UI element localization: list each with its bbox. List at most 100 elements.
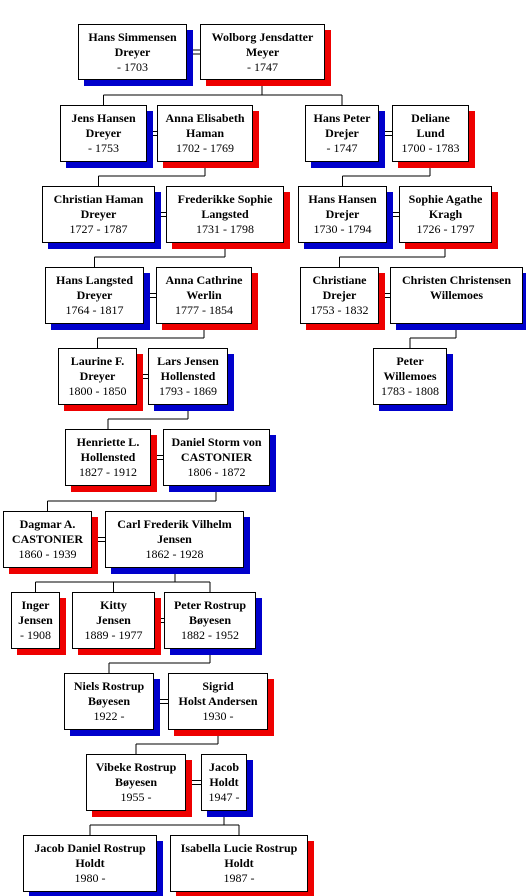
- person-name: Vibeke Rostrup: [95, 760, 177, 774]
- person-name: Anna Cathrine: [165, 273, 243, 287]
- person-dates: 1726 - 1797: [416, 222, 475, 236]
- person-name: Dreyer: [85, 126, 122, 140]
- person-name: Meyer: [245, 45, 280, 59]
- person-name: Jensen: [96, 613, 131, 627]
- person-dates: 1862 - 1928: [145, 547, 204, 561]
- person-name: Daniel Storm von: [171, 435, 262, 449]
- person-name: Sigrid: [202, 679, 234, 693]
- person-name: Hans Langsted: [55, 273, 134, 287]
- person-dates: - 1747: [326, 141, 358, 155]
- person-dates: 1730 - 1794: [313, 222, 372, 236]
- person-dates: 1702 - 1769: [176, 141, 234, 155]
- person-name: Dreyer: [76, 288, 113, 302]
- person-dates: - 1753: [88, 141, 119, 155]
- person-dates: 1922 -: [93, 709, 125, 723]
- person-name: Lund: [416, 126, 445, 140]
- person-name: Jensen: [157, 532, 192, 546]
- person-name: Drejer: [322, 288, 357, 302]
- person-name: Drejer: [325, 126, 359, 140]
- person-dates: 1947 -: [208, 790, 240, 804]
- person-name: Werlin: [186, 288, 222, 302]
- person-name: CASTONIER: [11, 532, 84, 546]
- person-name: Jens Hansen: [71, 111, 136, 125]
- person-name: Henriette L.: [76, 435, 140, 449]
- person-name: Hans Peter: [313, 111, 371, 125]
- person-name: Langsted: [201, 207, 249, 221]
- person-dates: 1793 - 1869: [159, 384, 217, 398]
- person-dates: - 1703: [117, 60, 148, 74]
- person-name: Bøyesen: [115, 775, 157, 789]
- person-name: Jacob: [209, 760, 239, 774]
- person-dates: 1882 - 1952: [181, 628, 239, 642]
- person-dates: 1889 - 1977: [84, 628, 143, 642]
- person-dates: 1731 - 1798: [196, 222, 254, 236]
- person-name: Wolborg Jensdatter: [211, 30, 314, 44]
- person-name: Hans Simmensen: [88, 30, 177, 44]
- person-dates: 1955 -: [120, 790, 152, 804]
- person-name: Haman: [185, 126, 224, 140]
- person-name: Christiane: [312, 273, 367, 287]
- person-dates: 1700 - 1783: [401, 141, 460, 155]
- person-dates: - 1747: [247, 60, 278, 74]
- person-name: Bøyesen: [189, 613, 231, 627]
- person-name: Christian Haman: [53, 192, 144, 206]
- person-name: Isabella Lucie Rostrup: [180, 841, 298, 855]
- person-name: Hollensted: [80, 450, 136, 464]
- person-name: Willemoes: [429, 288, 484, 302]
- person-dates: 1777 - 1854: [175, 303, 233, 317]
- person-name: Anna Elisabeth: [165, 111, 245, 125]
- person-dates: 1987 -: [223, 871, 255, 885]
- person-name: Drejer: [325, 207, 360, 221]
- person-name: Christen Christensen: [401, 273, 511, 287]
- person-name: Willemoes: [383, 369, 437, 383]
- person-name: Deliane: [411, 111, 450, 125]
- person-name: Holdt: [75, 856, 105, 870]
- person-name: Holdt: [209, 775, 239, 789]
- person-name: Holst Andersen: [178, 694, 258, 708]
- person-name: Hans Hansen: [308, 192, 377, 206]
- person-name: Jensen: [18, 613, 53, 627]
- person-dates: 1980 -: [74, 871, 106, 885]
- person-dates: 1930 -: [202, 709, 234, 723]
- person-dates: 1783 - 1808: [381, 384, 439, 398]
- person-name: Sophie Agathe: [408, 192, 483, 206]
- person-name: Peter Rostrup: [173, 598, 247, 612]
- person-name: Inger: [21, 598, 50, 612]
- person-name: Bøyesen: [88, 694, 130, 708]
- person-name: CASTONIER: [180, 450, 253, 464]
- person-name: Frederikke Sophie: [177, 192, 273, 206]
- person-dates: - 1908: [20, 628, 51, 642]
- person-name: Peter: [396, 354, 424, 368]
